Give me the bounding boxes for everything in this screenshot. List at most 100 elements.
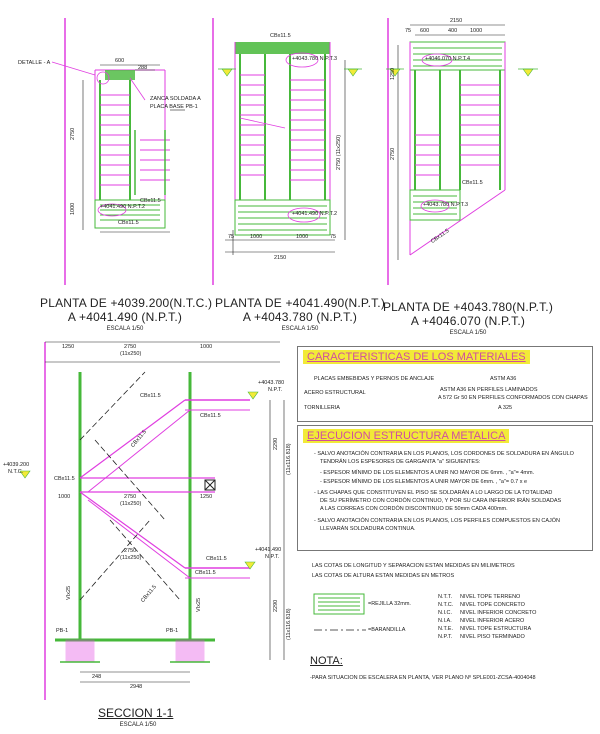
plan-2-scale: ESCALA 1/50 xyxy=(281,326,319,332)
legend-barandilla: =BARANDILLA xyxy=(368,627,406,633)
section-scale: ESCALA 1/50 xyxy=(119,722,157,728)
sec-lvl-left-ntc: N.T.C. xyxy=(8,469,24,475)
dim-top2: 288 xyxy=(138,65,148,71)
nota-text: -PARA SITUACION DE ESCALERA EN PLANTA, V… xyxy=(310,675,536,681)
abbrev-desc: NIVEL TOPE TERRENO xyxy=(460,594,521,600)
dim-75a: 75 xyxy=(228,234,235,240)
legend-drawing xyxy=(313,593,366,631)
exec-line: A LAS CORREAS CON CORDÓN DISCONTINUO DE … xyxy=(320,506,508,512)
exec-line: - LAS CHAPAS QUE CONSTITUYEN EL PISO SE … xyxy=(314,490,553,496)
sec-lvl-left: +4039.200 xyxy=(3,462,30,468)
execution-box xyxy=(297,425,593,551)
section-drawing xyxy=(19,341,285,700)
dim-bottom: 2150 xyxy=(274,255,287,261)
sec-vdim-b: 2290 xyxy=(273,599,279,612)
exec-line: - ESPESOR MÍNIMO DE LOS ELEMENTOS A UNIR… xyxy=(320,479,528,485)
plan-3-scale: ESCALA 1/50 xyxy=(449,330,487,336)
sec-cb-e: CBx11.5 xyxy=(195,570,216,576)
dim-1000b: 1000 xyxy=(296,234,309,240)
exec-line: TENDRÁN LOS ESPESORES DE GARGANTA "a" SI… xyxy=(320,459,481,465)
abbrev-desc: NIVEL PISO TERMINADO xyxy=(460,634,525,640)
cb-top-label: CBx11.5 xyxy=(270,33,291,39)
level-b-label: +4041.490 N.P.T.2 xyxy=(292,211,338,217)
sec-cb-b: CBx11.5 xyxy=(200,413,221,419)
cb-label-1: CBx11.5 xyxy=(462,180,483,186)
sec-d11x250c: (11x250) xyxy=(120,555,142,561)
dim-left: 2750 xyxy=(390,147,396,160)
abbrev-code: N.P.T. xyxy=(438,634,453,640)
sec-d248: 248 xyxy=(92,674,102,680)
sec-d2750: 2750 xyxy=(124,344,137,350)
mat-row-label: ACERO ESTRUCTURAL xyxy=(304,390,366,396)
sec-cb-c: CBx11.5 xyxy=(54,476,75,482)
sec-d11x250b: (11x250) xyxy=(120,501,142,507)
dim-right: 2750 (11x250) xyxy=(336,134,342,170)
sec-d2750c: 2750 xyxy=(124,548,137,554)
plan-2-drawing xyxy=(212,18,362,285)
plan-1-title-line1: PLANTA DE +4039.200(N.T.C.) xyxy=(40,296,213,310)
abbrev-code: N.T.C. xyxy=(438,602,454,608)
level-b-label: +4043.780 N.P.T.3 xyxy=(423,202,469,208)
mat-row-value: ASTM A36 xyxy=(490,376,517,382)
dim-600: 600 xyxy=(420,28,430,34)
dim-left2: 1250 xyxy=(390,67,396,80)
sec-lvl-top-npt: N.P.T. xyxy=(268,387,283,393)
mat-row-value: ASTM A36 EN PERFILES LAMINADOS xyxy=(440,387,538,393)
label-detalle: DETALLE - A xyxy=(18,60,51,66)
abbrev-desc: NIVEL TOPE CONCRETO xyxy=(460,602,525,608)
abbrev-code: N.I.A. xyxy=(438,618,452,624)
sec-pb-b: PB-1 xyxy=(166,628,179,634)
sec-d1250b: 1250 xyxy=(200,494,213,500)
sec-d1250: 1250 xyxy=(62,344,75,350)
sec-d2750b: 2750 xyxy=(124,494,137,500)
label-zanca: ZANCA SOLDADA A xyxy=(150,96,201,102)
exec-line: LLEVARÁN SOLDADURA CONTINUA. xyxy=(320,526,416,532)
dim-left: 2750 xyxy=(70,127,76,140)
abbrev-code: N.T.E. xyxy=(438,626,453,632)
mat-row-value: A 325 xyxy=(498,405,513,411)
exec-line: - SALVO ANOTACIÓN CONTRARIA EN LOS PLANO… xyxy=(314,451,574,457)
exec-line: - SALVO ANOTACIÓN CONTRARIA EN LOS PLANO… xyxy=(314,518,561,524)
legend-rejilla: =REJILLA 32mm. xyxy=(368,601,411,607)
sec-lvl-mid: +4041.490 xyxy=(255,547,282,553)
abbrev-desc: NIVEL INFERIOR ACERO xyxy=(460,618,525,624)
abbrev-desc: NIVEL TOPE ESTRUCTURA xyxy=(460,626,532,632)
plan-1-scale: ESCALA 1/50 xyxy=(106,326,144,332)
plan-2-title-line1: PLANTA DE +4041.490(N.P.T.) xyxy=(215,296,386,310)
cb-label-2: CBx11.5 xyxy=(140,198,161,204)
execution-title: EJECUCION ESTRUCTURA METALICA xyxy=(303,429,510,443)
dim-top: 2150 xyxy=(450,18,463,24)
section-title: SECCION 1-1 xyxy=(98,706,174,720)
materials-box xyxy=(297,346,593,422)
dim-75b: 75 xyxy=(330,234,337,240)
plan-3-title-line2: A +4046.070 (N.P.T.) xyxy=(410,314,526,328)
level-label: +4041.490 N.P.T.2 xyxy=(100,204,146,210)
sec-cb-a: CBx11.5 xyxy=(140,393,161,399)
mat-row-label: PLACAS EMBEBIDAS Y PERNOS DE ANCLAJE xyxy=(314,376,435,382)
abbrev-code: N.I.C. xyxy=(438,610,453,616)
dim-left2: 1000 xyxy=(70,202,76,215)
mat-row-label: TORNILLERIA xyxy=(304,405,340,411)
sec-d1000: 1000 xyxy=(200,344,213,350)
level-a-label: +4043.780 N.P.T.3 xyxy=(292,56,338,62)
dim-1000a: 1000 xyxy=(250,234,263,240)
sec-wl-b: VIx25 xyxy=(196,597,202,612)
exec-line: - ESPESOR MÍNIMO DE LOS ELEMENTOS A UNIR… xyxy=(320,470,535,476)
level-a-label: +4046.070 N.P.T.4 xyxy=(425,56,471,62)
abbrev-code: N.T.T. xyxy=(438,594,453,600)
sec-d1000b: 1000 xyxy=(58,494,71,500)
plan-3-drawing xyxy=(386,18,538,285)
sec-vdim-a: 2290 xyxy=(273,437,279,450)
sec-d2948: 2948 xyxy=(130,684,143,690)
mat-row-value: A 572 Gr 50 EN PERFILES CONFORMADOS CON … xyxy=(438,395,588,401)
sec-vdim-a2: (11x116.818) xyxy=(286,443,292,475)
notes-line2: LAS COTAS DE ALTURA ESTAN MEDIDAS EN MET… xyxy=(312,573,455,579)
materials-title: CARACTERISTICAS DE LOS MATERIALES xyxy=(303,350,530,364)
label-placa: PLACA BASE PB-1 xyxy=(150,104,198,110)
sec-cb-d: CBx11.5 xyxy=(206,556,227,562)
dim-75: 75 xyxy=(405,28,412,34)
sec-lvl-mid-npt: N.P.T. xyxy=(265,554,280,560)
cb-label-1: CBx11.5 xyxy=(118,220,139,226)
